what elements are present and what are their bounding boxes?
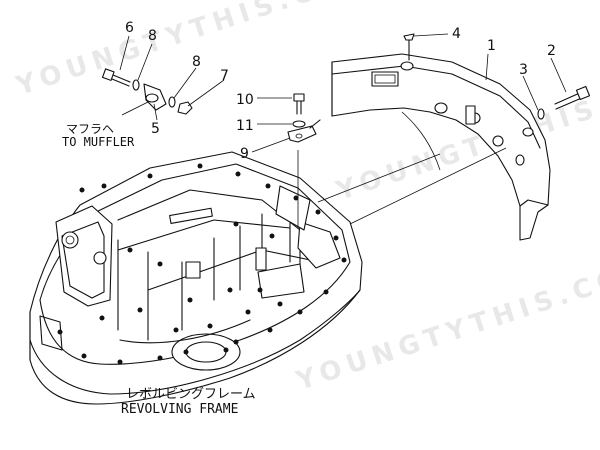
watermark-text: YOUNGTYTHIS.COM — [12, 0, 379, 102]
callout-11: 11 — [236, 118, 254, 134]
muffler-note-jp: マフラヘ — [66, 122, 114, 136]
frame-label-en: REVOLVING FRAME — [121, 402, 238, 417]
revolving-frame — [29, 151, 363, 405]
callout-9: 9 — [240, 146, 249, 162]
callout-2: 2 — [547, 43, 556, 59]
muffler-note-en: TO MUFFLER — [62, 135, 135, 149]
callout-8-left: 8 — [148, 28, 157, 44]
callout-1: 1 — [487, 38, 496, 54]
callout-5: 5 — [151, 121, 160, 137]
bolt-2 — [554, 85, 591, 110]
muffler-parts — [101, 68, 193, 116]
callout-10: 10 — [236, 92, 254, 108]
bolt-4 — [403, 33, 415, 61]
leader-lines — [119, 33, 567, 153]
callout-7: 7 — [220, 68, 229, 84]
callout-6: 6 — [125, 20, 134, 36]
assembly-lines — [297, 147, 507, 228]
washer-3 — [537, 108, 545, 120]
callout-labels: 1 2 3 4 5 6 7 8 8 9 10 11 — [125, 20, 556, 162]
bracket-parts — [287, 93, 321, 143]
callout-8-right: 8 — [192, 54, 201, 70]
counterweight — [331, 53, 551, 241]
callout-3: 3 — [519, 62, 528, 78]
notes: マフラヘ TO MUFFLER レボルビングフレーム REVOLVING FRA… — [62, 122, 256, 417]
callout-4: 4 — [452, 26, 461, 42]
frame-label-jp: レボルビングフレーム — [126, 387, 256, 402]
